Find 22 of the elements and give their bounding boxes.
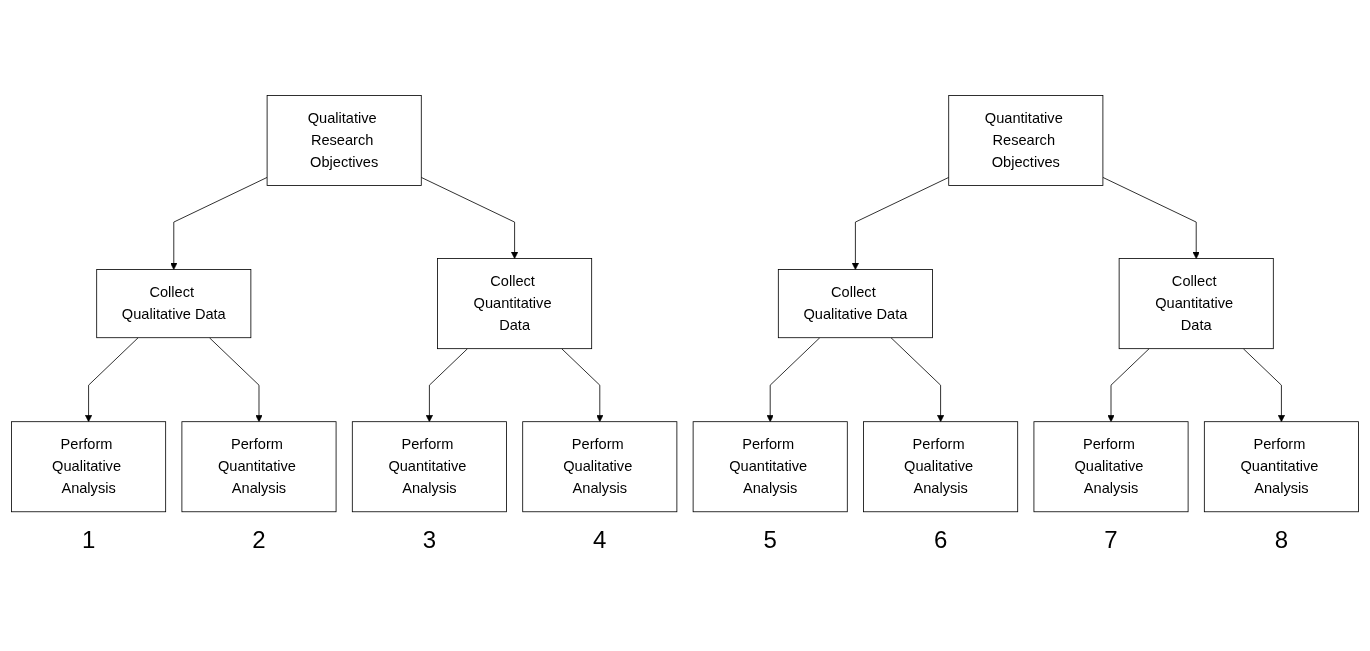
node-box: Quantitative Research Objectives: [948, 95, 1104, 186]
node-box: Collect Qualitative Data: [96, 269, 252, 339]
callout-number: 8: [1273, 525, 1290, 554]
callout-number: 4: [592, 525, 608, 554]
node-box: Perform Quantitative Analysis: [692, 421, 848, 513]
node-box: Perform Quantitative Analysis: [351, 421, 507, 513]
callout-number: 3: [421, 525, 438, 554]
node-box: Perform Qualitative Analysis: [11, 421, 167, 513]
node-box: Collect Quantitative Data: [437, 258, 593, 350]
callout-number: 5: [762, 525, 778, 554]
node-box: Collect Quantitative Data: [1118, 258, 1274, 350]
node-box: Qualitative Research Objectives: [266, 95, 422, 186]
node-box: Perform Qualitative Analysis: [522, 421, 678, 513]
callout-number: 7: [1103, 525, 1119, 554]
callout-number: 2: [251, 525, 267, 554]
callout-number: 1: [80, 525, 97, 554]
node-box: Perform Qualitative Analysis: [1033, 421, 1189, 513]
callout-number: 6: [932, 525, 949, 554]
node-box: Perform Quantitative Analysis: [1203, 421, 1359, 513]
node-box: Collect Qualitative Data: [777, 269, 933, 339]
node-box: Perform Qualitative Analysis: [863, 421, 1019, 513]
node-box: Perform Quantitative Analysis: [181, 421, 337, 513]
